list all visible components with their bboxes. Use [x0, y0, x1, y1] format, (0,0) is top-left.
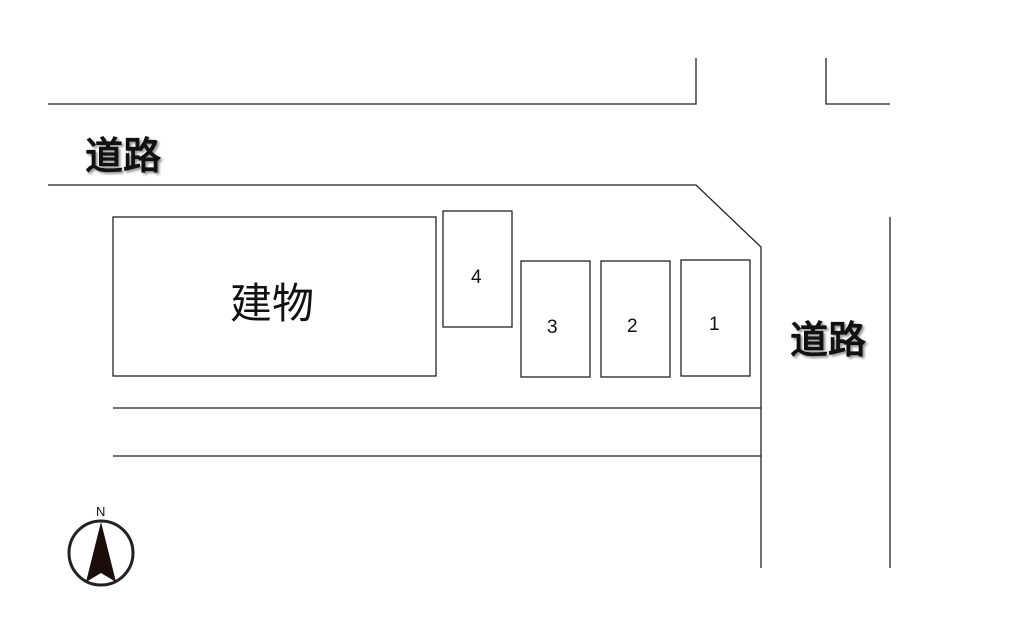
parking-number-3: 3: [547, 317, 558, 338]
parking-space-3: [520, 260, 591, 378]
north-arrow-icon: [86, 522, 116, 582]
compass-icon: [67, 519, 135, 587]
road-top-label: 道路: [85, 134, 162, 178]
road-corner-upper-right: [825, 58, 890, 105]
road-top-upper-edge: [48, 58, 697, 105]
parking-number-2: 2: [627, 316, 638, 337]
road-right-label: 道路: [790, 318, 867, 362]
parking-space-4: [442, 210, 513, 328]
parking-number-4: 4: [471, 267, 482, 288]
building-label: 建物: [230, 279, 315, 328]
parking-space-1: [680, 259, 751, 377]
compass-north-label: N: [96, 504, 106, 519]
parking-number-1: 1: [709, 314, 720, 335]
parking-space-2: [600, 260, 671, 378]
building: [112, 216, 437, 377]
